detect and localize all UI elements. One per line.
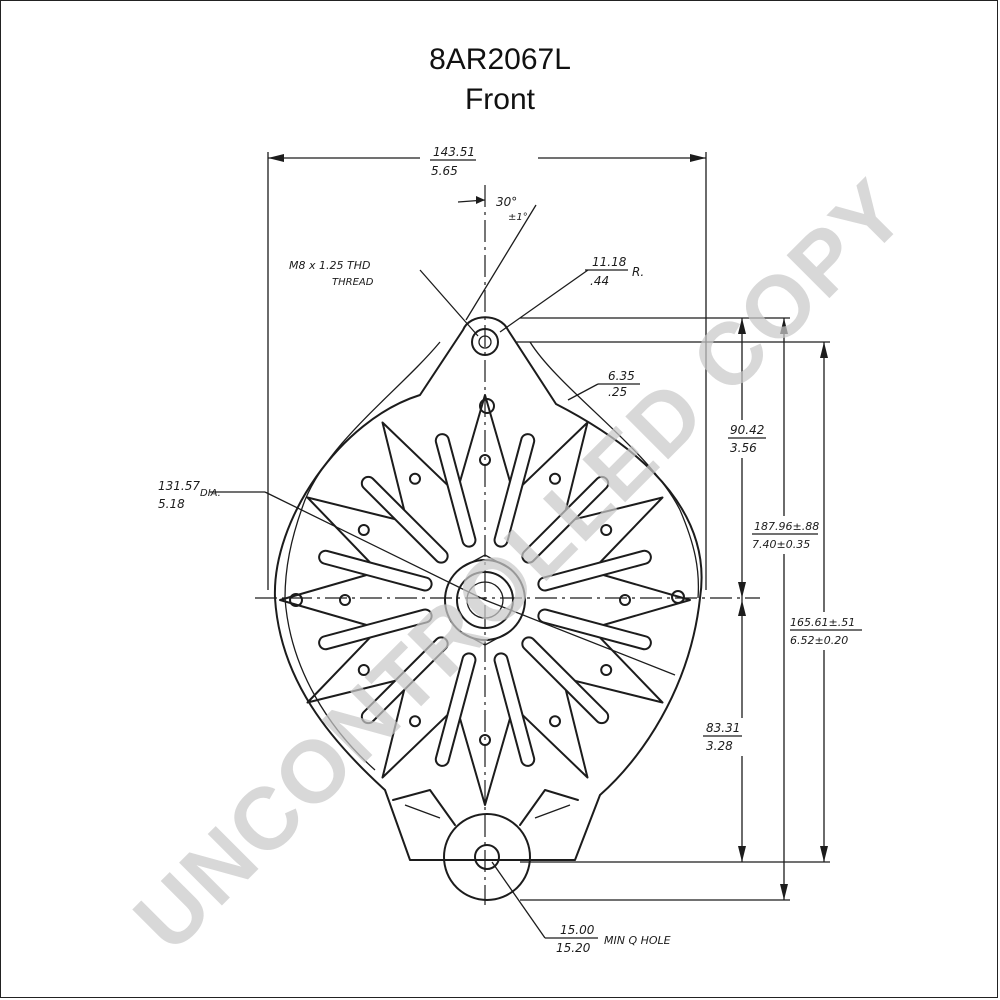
- top-radius-callout: 11.18 .44 R.: [499, 255, 644, 333]
- thread-spec: M8 x 1.25 THD: [289, 259, 370, 272]
- rivet: [549, 715, 561, 728]
- rivet: [479, 734, 491, 746]
- bottom-hole-callout: 15.00 15.20 MIN Q HOLE: [491, 861, 671, 955]
- slot-in: .25: [608, 385, 627, 399]
- top-height-mm: 90.42: [730, 423, 764, 437]
- vent-slot-inner: [523, 477, 608, 562]
- body-diameter-callout: 131.57 5.18 DIA.: [158, 479, 676, 676]
- rivet: [409, 715, 421, 728]
- vent-star: [279, 394, 691, 806]
- title-block: 8AR2067L Front: [0, 40, 1000, 120]
- vertical-dimensions: 90.42 3.56 83.31 3.28 187.96±.88 7.40±0.…: [515, 317, 866, 901]
- body-dia-mm: 131.57: [158, 479, 200, 493]
- rivet: [479, 454, 491, 466]
- top-radius-mm: 11.18: [592, 255, 627, 269]
- vent-slot-inner: [362, 638, 447, 723]
- bottom-hole-suffix: MIN Q HOLE: [604, 934, 671, 947]
- view-label: Front: [464, 83, 536, 116]
- vent-slot-inner: [436, 435, 475, 546]
- vent-slot-inner: [495, 435, 534, 546]
- centers-b-mm: 165.61±.51: [790, 616, 855, 629]
- vent-slot-inner: [362, 477, 447, 562]
- rivet: [339, 594, 351, 606]
- watermark: UNCONTROLLED COPY: [115, 160, 925, 970]
- overall-width-mm: 143.51: [433, 145, 475, 159]
- rivet: [619, 594, 631, 606]
- thread-callout: M8 x 1.25 THD THREAD: [289, 259, 479, 337]
- angle-tolerance: ±1°: [508, 212, 528, 223]
- vent-star-outline: [279, 394, 691, 806]
- angle-callout: 30° ±1°: [457, 195, 537, 321]
- bottom-mounting-boss: [392, 789, 579, 901]
- top-mounting-ear: [471, 328, 499, 356]
- overall-width-in: 5.65: [431, 164, 458, 178]
- rotor-hub: [444, 554, 526, 646]
- part-number: 8AR2067L: [429, 43, 571, 76]
- angle-value: 30°: [496, 195, 517, 209]
- vent-slot-inner: [320, 551, 431, 590]
- vent-slot-inner: [320, 610, 431, 649]
- bottom-hole-in: 15.20: [556, 941, 591, 955]
- slot-callout: 6.35 .25: [567, 369, 640, 401]
- housing-inner-edge: [284, 341, 441, 771]
- bottom-height-mm: 83.31: [706, 721, 740, 735]
- top-height-in: 3.56: [730, 441, 757, 455]
- housing-outline: [273, 316, 703, 861]
- vent-slot-inner: [523, 638, 608, 723]
- overall-width-dimension: 143.51 5.65: [267, 140, 707, 590]
- vent-slot-inner: [539, 610, 650, 649]
- vent-slot-inner: [539, 551, 650, 590]
- rivet: [409, 472, 421, 485]
- centers-b-in: 6.52±0.20: [790, 634, 848, 647]
- rivet: [600, 524, 613, 536]
- rivet: [600, 664, 613, 676]
- bottom-hole-mm: 15.00: [560, 923, 595, 937]
- rivet: [549, 472, 561, 485]
- left-bolt-hole: [289, 593, 303, 607]
- body-dia-in: 5.18: [158, 497, 185, 511]
- thread-label: THREAD: [332, 277, 374, 288]
- centers-a-in: 7.40±0.35: [752, 538, 810, 551]
- top-radius-in: .44: [590, 274, 609, 288]
- centers-a-mm: 187.96±.88: [754, 520, 819, 533]
- vent-slot-inner: [436, 654, 475, 765]
- bottom-height-in: 3.28: [706, 739, 733, 753]
- rivet: [357, 664, 370, 676]
- rivet: [357, 524, 370, 536]
- top-radius-suffix: R.: [632, 265, 644, 279]
- slot-mm: 6.35: [608, 369, 635, 383]
- body-dia-suffix: DIA.: [200, 488, 221, 499]
- vent-slot-inner: [495, 654, 534, 765]
